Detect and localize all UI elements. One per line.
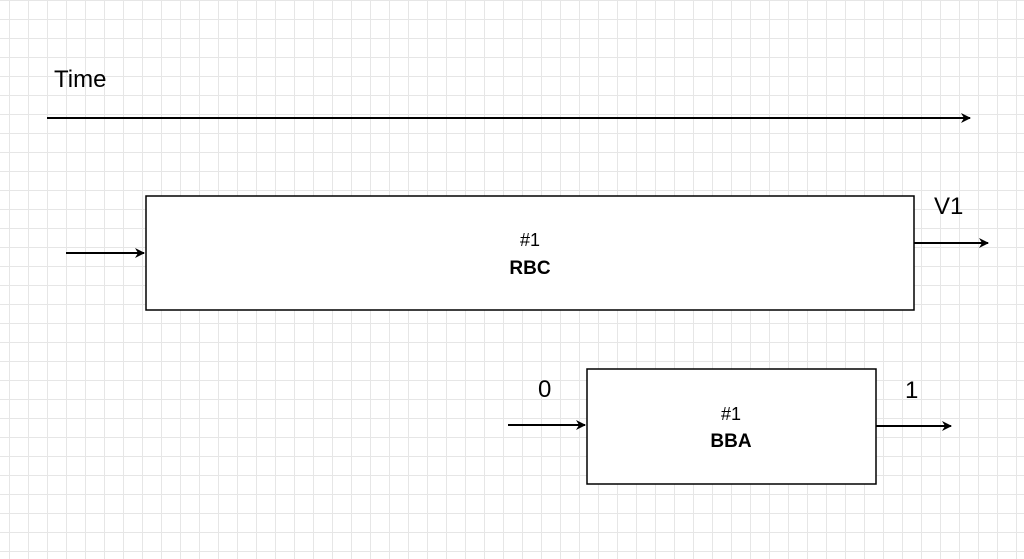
bba-output-label: 1 — [905, 377, 919, 404]
rbc-block-name: RBC — [509, 258, 551, 279]
rbc-output-label: V1 — [934, 193, 964, 220]
bba-input-label: 0 — [538, 376, 552, 403]
bba-block-id: #1 — [720, 404, 742, 424]
bba-block-name: BBA — [710, 431, 752, 452]
rbc-block — [145, 195, 915, 311]
time-label: Time — [54, 66, 107, 93]
rbc-block-id: #1 — [519, 230, 541, 250]
bba-block — [586, 368, 877, 485]
